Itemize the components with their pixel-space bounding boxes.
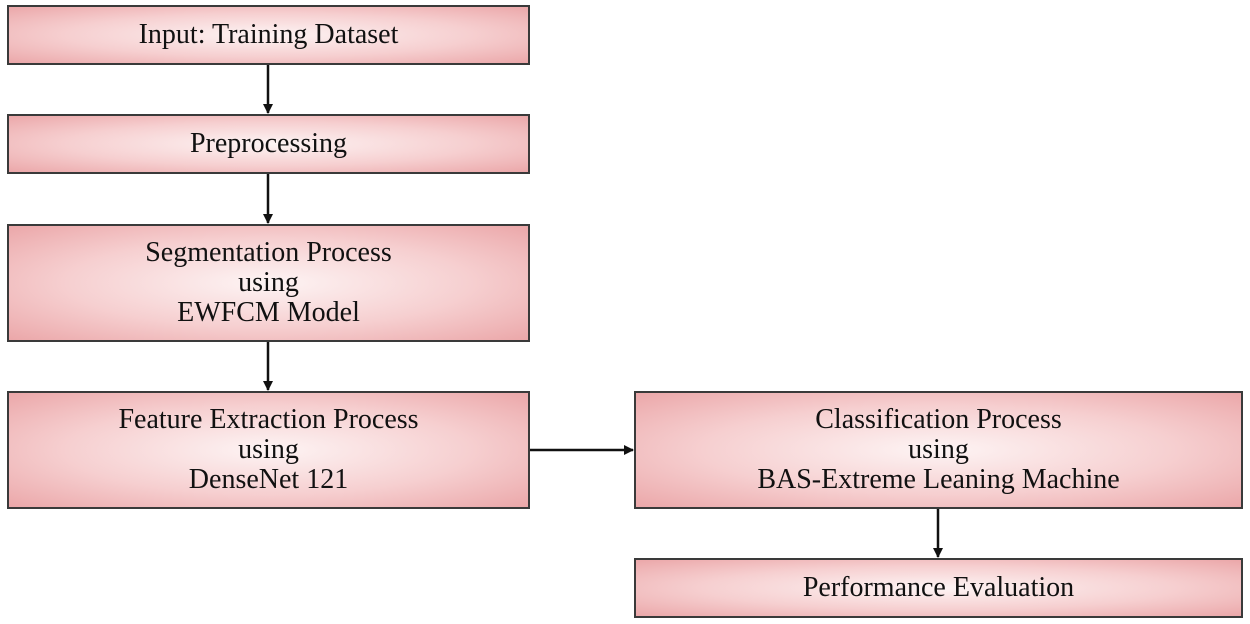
node-label-line: Input: Training Dataset <box>138 19 399 50</box>
node-segmentation-process: Segmentation Process using EWFCM Model <box>7 224 530 342</box>
node-label-line: DenseNet 121 <box>188 464 349 495</box>
node-label-line: using <box>238 267 299 298</box>
node-performance-evaluation: Performance Evaluation <box>634 558 1243 618</box>
node-label-line: Segmentation Process <box>145 237 392 268</box>
node-label-line: Preprocessing <box>189 128 348 159</box>
node-label-line: using <box>238 434 299 465</box>
node-label-line: BAS-Extreme Leaning Machine <box>757 464 1120 495</box>
node-label-line: Classification Process <box>815 404 1062 435</box>
node-input-training-dataset: Input: Training Dataset <box>7 5 530 65</box>
node-preprocessing: Preprocessing <box>7 114 530 174</box>
node-label-line: Feature Extraction Process <box>118 404 419 435</box>
node-feature-extraction-process: Feature Extraction Process using DenseNe… <box>7 391 530 509</box>
node-classification-process: Classification Process using BAS-Extreme… <box>634 391 1243 509</box>
node-label-line: using <box>908 434 969 465</box>
node-label-line: EWFCM Model <box>177 297 360 328</box>
node-label-line: Performance Evaluation <box>802 572 1075 603</box>
